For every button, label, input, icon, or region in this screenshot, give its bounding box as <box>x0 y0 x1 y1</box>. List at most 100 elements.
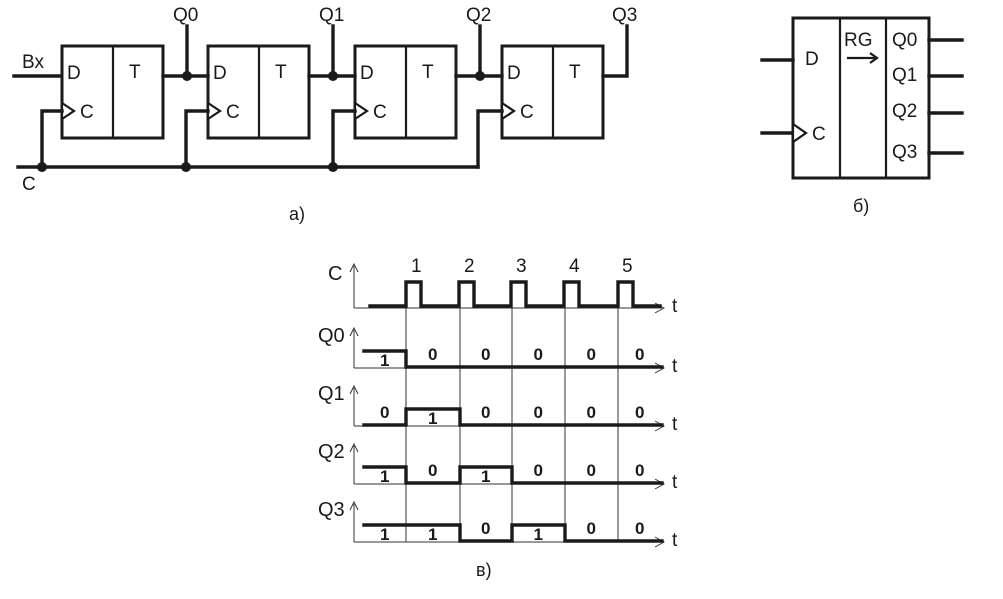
signal-value-label: 0 <box>428 345 437 364</box>
q1-junction-dot <box>328 71 338 81</box>
pulse-number-2: 2 <box>464 256 475 277</box>
arrow-right-icon <box>654 420 666 432</box>
trigger-2-c-label: C <box>226 102 240 123</box>
signal-waveform <box>362 523 664 543</box>
signal-value-label: 0 <box>534 403 543 422</box>
shift-register-schematic: Вх D C T D C T D C T <box>12 5 637 224</box>
clock-wire-3 <box>331 109 357 169</box>
register-q1-label: Q1 <box>892 65 917 86</box>
signal-value-label: 1 <box>380 525 389 544</box>
clock-junction-dot <box>328 162 338 172</box>
arrow-up-icon <box>349 384 359 426</box>
signal-value-label: 1 <box>534 525 543 544</box>
clock-time-label: t <box>672 296 678 317</box>
q3-label: Q3 <box>612 5 637 26</box>
signal-name-label: Q0 <box>318 325 345 347</box>
signal-name-label: Q1 <box>318 383 345 405</box>
trigger-2: D C T <box>206 44 311 140</box>
q-output-wires: Q0 Q1 Q2 Q3 <box>161 5 637 81</box>
q0-junction-dot <box>182 71 192 81</box>
signal-value-label: 0 <box>481 345 490 364</box>
register-c-label: C <box>812 124 826 145</box>
clock-signal-label: C <box>328 263 342 285</box>
arrow-right-icon <box>654 478 666 490</box>
time-label: t <box>672 530 678 551</box>
q2-junction-dot <box>475 71 485 81</box>
clock-wire-1 <box>40 109 64 169</box>
signal-value-label: 1 <box>380 351 389 370</box>
signal-value-label: 0 <box>587 403 596 422</box>
trigger-1-t-label: T <box>129 62 141 83</box>
q0-label: Q0 <box>173 5 198 26</box>
trigger-1-d-label: D <box>67 63 81 84</box>
signal-value-label: 0 <box>635 461 644 480</box>
arrow-up-icon <box>349 326 359 368</box>
figure-b-caption: б) <box>853 196 869 216</box>
time-label: t <box>672 472 678 493</box>
register-q2-label: Q2 <box>892 101 917 122</box>
trigger-3-d-label: D <box>360 63 374 84</box>
clock-junction-dot <box>181 162 191 172</box>
pulse-number-5: 5 <box>622 256 633 277</box>
signal-value-label: 0 <box>534 345 543 364</box>
figure-c-caption: в) <box>476 560 492 580</box>
q3-output-wire <box>601 24 629 78</box>
trigger-1: D C T <box>60 44 165 140</box>
signal-value-label: 0 <box>534 461 543 480</box>
trigger-3: D C T <box>353 44 458 140</box>
signal-waveform <box>362 407 664 427</box>
figure-a-caption: а) <box>289 204 305 224</box>
pulse-number-1: 1 <box>411 256 422 277</box>
arrow-right-icon <box>654 536 666 548</box>
trigger-4-d-label: D <box>507 63 521 84</box>
trigger-3-t-label: T <box>422 62 434 83</box>
clock-waveform <box>368 280 662 308</box>
trigger-2-d-label: D <box>213 63 227 84</box>
pulse-number-4: 4 <box>569 256 580 277</box>
input-label: Вх <box>22 52 44 73</box>
register-body <box>791 16 931 180</box>
clock-row: C t 1 2 3 4 5 <box>328 256 678 317</box>
time-label: t <box>672 414 678 435</box>
signal-value-label: 0 <box>481 403 490 422</box>
triangle-clock-icon <box>791 121 808 145</box>
register-q0-label: Q0 <box>892 30 917 51</box>
q1-label: Q1 <box>319 5 344 26</box>
q2-label: Q2 <box>466 5 491 26</box>
trigger-4-c-label: C <box>520 102 534 123</box>
signal-value-label: 1 <box>428 525 437 544</box>
signal-value-label: 0 <box>635 403 644 422</box>
signal-name-label: Q2 <box>318 441 345 463</box>
arrow-right-icon <box>847 52 879 64</box>
time-label: t <box>672 356 678 377</box>
trigger-1-c-label: C <box>80 102 94 123</box>
signal-value-label: 0 <box>587 519 596 538</box>
register-d-label: D <box>805 49 819 70</box>
signal-value-label: 0 <box>428 461 437 480</box>
signal-value-label: 1 <box>380 467 389 486</box>
signal-value-label: 1 <box>428 409 437 428</box>
register-rg-label: RG <box>844 30 873 51</box>
clock-bus: C <box>16 109 504 195</box>
arrow-up-icon <box>349 500 359 542</box>
clock-wire-2 <box>184 109 210 169</box>
signal-row-q1: Q1 t 0 1 0 0 0 0 <box>318 383 678 435</box>
trigger-3-c-label: C <box>373 102 387 123</box>
clock-junction-dot <box>37 162 47 172</box>
arrow-up-icon <box>349 442 359 484</box>
clock-wire-4 <box>476 109 504 169</box>
signal-waveform <box>362 349 664 369</box>
signal-value-label: 0 <box>635 345 644 364</box>
signal-value-label: 0 <box>635 519 644 538</box>
register-symbol: D C RG Q0 Q1 Q2 Q3 б) <box>760 16 964 216</box>
signal-value-label: 0 <box>380 403 389 422</box>
clock-label: C <box>22 174 36 195</box>
signal-value-label: 0 <box>587 345 596 364</box>
arrow-right-icon <box>654 362 666 374</box>
signal-value-label: 0 <box>587 461 596 480</box>
